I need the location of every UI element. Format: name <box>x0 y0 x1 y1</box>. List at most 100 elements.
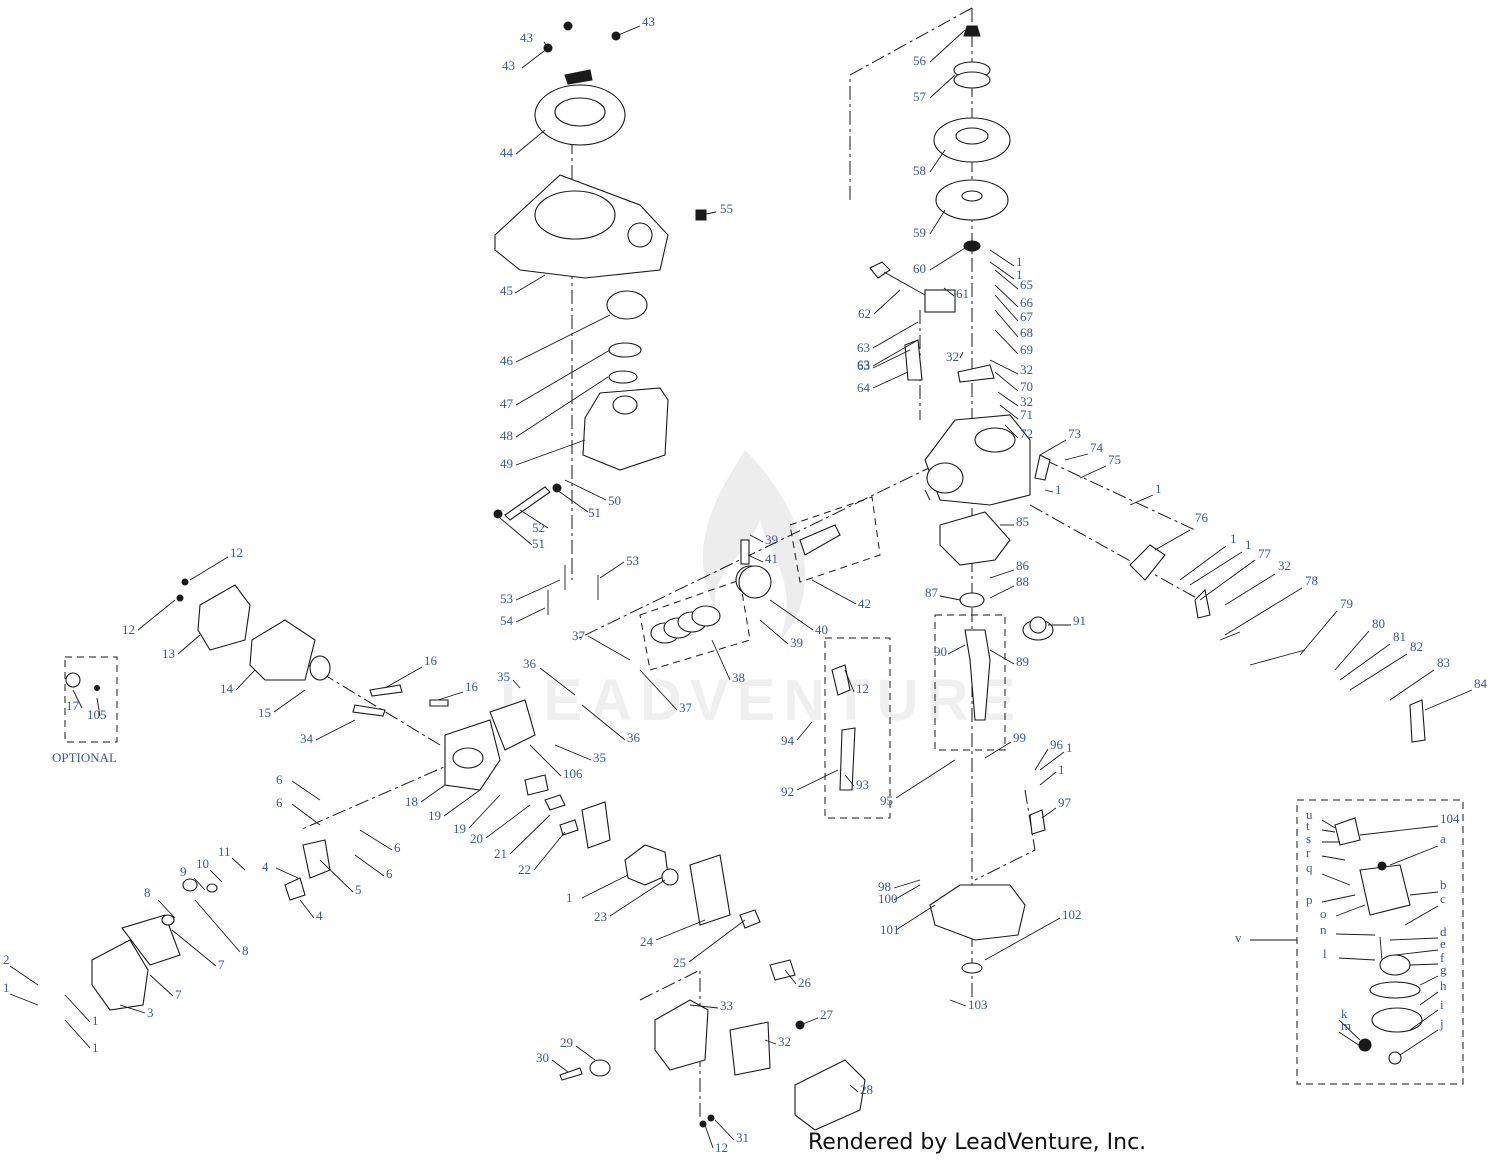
callout-number: 41 <box>765 551 778 566</box>
callout-92: 92 <box>781 769 839 799</box>
callout-number: 17 <box>66 698 80 713</box>
leader-line <box>171 929 217 967</box>
leader-line <box>194 899 241 953</box>
leader-line <box>872 339 919 367</box>
callout-number: 10 <box>196 856 209 871</box>
callout-number: 97 <box>1058 795 1072 810</box>
callout-76: 76 <box>1154 510 1209 551</box>
callout-number: 84 <box>1474 676 1488 691</box>
callout-6: 6 <box>354 854 393 881</box>
callout-90: 90 <box>934 644 966 659</box>
callout-number: 12 <box>715 1140 728 1155</box>
leader-line <box>1339 643 1391 681</box>
callout-a: a <box>1389 831 1446 866</box>
watermark-text: LEADVENTURE <box>500 668 1023 733</box>
leader-line <box>1334 630 1370 671</box>
leader-line <box>1129 494 1154 506</box>
callout-number: 1 <box>1016 254 1023 269</box>
callout-q: q <box>1306 860 1351 886</box>
leader-line <box>764 1039 777 1045</box>
crankshaft-box <box>934 614 1006 751</box>
oil-sump <box>929 884 1026 941</box>
callout-86: 86 <box>989 558 1030 579</box>
parts-outlines <box>65 21 1426 1131</box>
footer-credit: Rendered by LeadVenture, Inc. <box>808 1130 1147 1155</box>
leader-line <box>443 789 481 817</box>
callout-number: 32 <box>946 349 959 364</box>
callout-number: 22 <box>518 862 531 877</box>
callout-number: 99 <box>1013 730 1026 745</box>
callout-96: 96 <box>1034 737 1064 771</box>
callout-75: 75 <box>1079 452 1121 479</box>
callout-number: 53 <box>626 553 639 568</box>
leader-line <box>989 261 1015 280</box>
callout-18: 18 <box>405 784 446 809</box>
callout-1: 1 <box>1189 537 1252 586</box>
leader-line <box>994 371 1019 392</box>
callout-36: 36 <box>581 704 641 745</box>
leader-line <box>849 1084 859 1093</box>
leader-line <box>796 721 813 741</box>
leader-line <box>994 294 1019 322</box>
callout-51: 51 <box>556 489 601 520</box>
callout-number: 36 <box>523 656 537 671</box>
leader-line <box>273 689 306 713</box>
leader-line <box>984 741 1012 759</box>
callout-number: 62 <box>858 306 871 321</box>
callout-number: 89 <box>1016 654 1029 669</box>
callout-number: 98 <box>878 879 891 894</box>
callout-number: 96 <box>1050 737 1064 752</box>
callout-number: 68 <box>1020 325 1033 340</box>
callout-number: 33 <box>720 998 733 1013</box>
leader-line <box>384 666 423 689</box>
callout-13: 13 <box>162 634 201 661</box>
callout-number: t <box>1306 818 1310 833</box>
callout-number: 7 <box>218 957 225 972</box>
callout-55: 55 <box>705 201 733 216</box>
callout-number: 88 <box>1016 574 1029 589</box>
callout-number: 45 <box>500 283 513 298</box>
callout-number: 56 <box>913 53 927 68</box>
leader-line <box>157 899 176 919</box>
callout-number: 12 <box>856 681 869 696</box>
callout-v: v <box>1235 930 1297 945</box>
callout-number: 1 <box>1058 762 1065 777</box>
callout-number: 37 <box>572 628 586 643</box>
callout-number: o <box>1320 906 1327 921</box>
callout-u: u <box>1306 807 1336 829</box>
callout-32: 32 <box>989 359 1033 377</box>
callout-number: 66 <box>1020 295 1034 310</box>
callout-number: 64 <box>857 380 871 395</box>
callout-59: 59 <box>913 209 946 240</box>
leader-line <box>189 556 229 581</box>
callout-51: 51 <box>499 517 545 551</box>
valve-cover <box>91 939 149 1011</box>
callout-number: 37 <box>679 700 693 715</box>
callout-3: 3 <box>119 1004 154 1020</box>
watermark-flame-icon <box>702 450 806 640</box>
callout-85: 85 <box>1000 514 1029 529</box>
callout-36: 36 <box>523 656 576 696</box>
callout-m: m <box>1338 1018 1361 1047</box>
leader-line <box>711 639 731 681</box>
callout-number: g <box>1440 962 1447 977</box>
callout-98: 98 <box>878 879 921 894</box>
callout-12: 12 <box>844 669 869 696</box>
callout-number: 32 <box>778 1034 791 1049</box>
callout-number: 57 <box>913 89 927 104</box>
leader-line <box>1179 545 1227 581</box>
callout-number: 20 <box>470 831 483 846</box>
leader-line <box>929 247 966 271</box>
leader-line <box>989 249 1015 267</box>
callout-number: 43 <box>502 58 515 73</box>
callout-number: 21 <box>494 846 507 861</box>
leader-line <box>609 879 666 917</box>
callout-88: 88 <box>989 574 1029 599</box>
carburetor-detail-box <box>1296 799 1464 1085</box>
callout-number: 6 <box>394 840 401 855</box>
leader-line <box>939 595 961 601</box>
leader-line <box>714 1119 735 1141</box>
callout-6: 6 <box>359 829 401 855</box>
callout-1: 1 <box>989 249 1023 269</box>
callout-69: 69 <box>994 329 1033 357</box>
